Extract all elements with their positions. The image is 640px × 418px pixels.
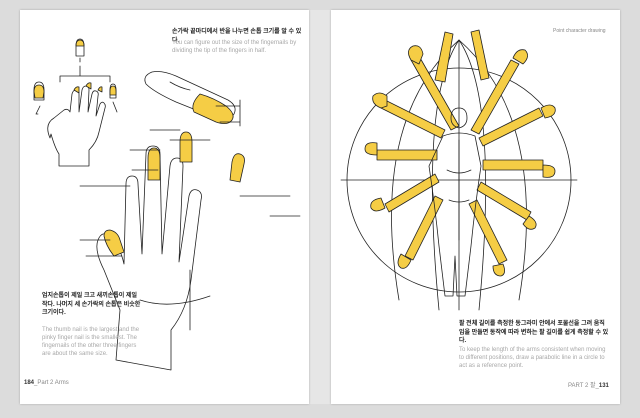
section-label: PART 2 팔_: [568, 383, 599, 389]
right-folio: PART 2 팔_131: [568, 380, 609, 389]
bottom-caption-english: The thumb nail is the largest and the pi…: [42, 327, 140, 357]
figure-torso: [428, 107, 482, 297]
fingertip-sketch: [144, 71, 241, 127]
top-caption-korean: 손가락 끝마디에서 반을 나누면 손톱 크기를 알 수 있다.: [172, 29, 302, 44]
page-number: 131: [598, 383, 609, 389]
small-hand-sketch: [47, 82, 106, 167]
left-folio: 184_Part 2 Arms: [24, 380, 69, 386]
top-caption-english: You can figure out the size of the finge…: [172, 40, 297, 54]
left-page: 손가락 끝마디에서 반을 나누면 손톱 크기를 알 수 있다. You can …: [20, 10, 309, 404]
arm-circle-illustration: [340, 29, 578, 311]
section-label: _Part 2 Arms: [34, 380, 69, 386]
right-page: Point character drawing: [331, 10, 620, 404]
nail-diagrams: [33, 38, 118, 115]
arm-caption-korean: 팔 전체 길이를 측정한 동그라미 안에서 포물선을 그려 움직임을 만들면 동…: [459, 321, 609, 344]
large-hand-sketch: [79, 129, 301, 371]
bottom-caption-korean: 엄지손톱이 제일 크고 새끼손톱이 제일 작다. 나머지 세 손가락의 손톱은 …: [42, 293, 141, 316]
arm-caption-english: To keep the length of the arms consisten…: [459, 347, 606, 369]
yellow-arms: [364, 29, 556, 277]
page-number: 184: [24, 380, 35, 386]
hand-illustration: [33, 38, 301, 371]
book-spine: [309, 10, 331, 404]
running-head: Point character drawing: [553, 28, 606, 34]
